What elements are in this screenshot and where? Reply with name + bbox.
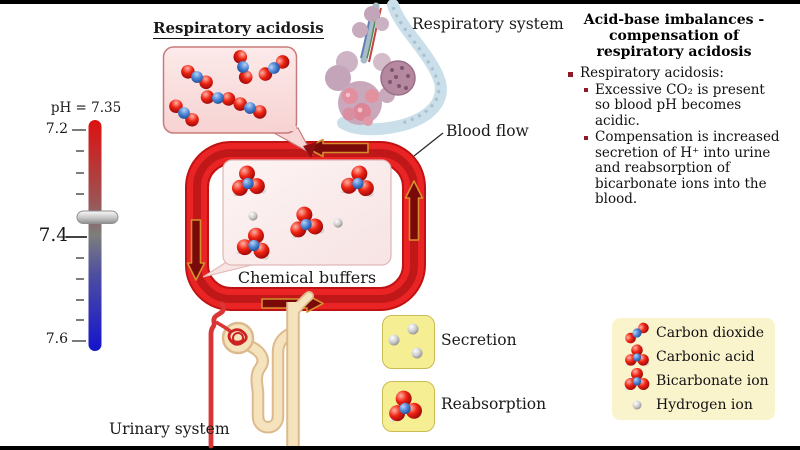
urinary-system-illustration [208, 291, 314, 449]
info-title-line: compensation of [608, 28, 740, 44]
hydrogen-ion [411, 347, 423, 359]
legend-label: Carbon dioxide [656, 325, 765, 341]
chemical-buffers-label: Chemical buffers [237, 268, 377, 287]
flow-arrow-right-up [404, 180, 424, 241]
ph-reading-label: pH = 7.35 [50, 100, 122, 116]
urinary-system-label: Urinary system [109, 420, 230, 438]
legend-item-hydrogen-ion: Hydrogen ion [618, 393, 775, 417]
legend-item-carbonic-acid: Carbonic acid [618, 344, 775, 370]
gauge-tick-label-7-6: 7.6 [45, 331, 68, 347]
gauge-tick-label-7-4: 7.4 [38, 225, 68, 246]
secretion-box [382, 315, 435, 369]
hydrogen-ion [248, 211, 258, 221]
bullet-text: Respiratory acidosis: [580, 65, 724, 81]
alveoli-berry-cluster [380, 60, 416, 96]
alveoli-pink-cluster [338, 81, 382, 126]
legend-label: Hydrogen ion [656, 397, 753, 413]
hydrogen-ion [388, 334, 400, 346]
legend-label: Bicarbonate ion [656, 373, 769, 389]
ph-slider-handle[interactable] [76, 210, 119, 224]
reabsorption-box [382, 381, 435, 432]
nephron-tubule [243, 326, 299, 434]
ph-gauge [66, 120, 119, 351]
bottom-letterbox-bar [0, 446, 800, 450]
bullet-square-icon [584, 135, 588, 140]
legend-item-carbon-dioxide: Carbon dioxide [618, 321, 775, 345]
respiratory-acidosis-heading: Respiratory acidosis [153, 19, 324, 39]
gauge-tick-label-7-2: 7.2 [45, 121, 68, 137]
bullet-square-icon [584, 88, 588, 92]
ph-gradient-bar [88, 120, 102, 351]
callout-arrowhead [303, 142, 317, 158]
carbonic-acid-molecule-icon [618, 344, 656, 370]
top-letterbox-bar [0, 0, 800, 4]
carbon-dioxide-molecule-icon [618, 321, 656, 345]
co2-callout [162, 46, 317, 158]
secretion-box-content [388, 323, 423, 359]
info-title-line: respiratory acidosis [596, 44, 752, 60]
info-panel-title: Acid-base imbalances - compensation of r… [568, 12, 780, 60]
collecting-duct [286, 291, 314, 446]
respiratory-system-illustration [325, 0, 447, 136]
info-panel: Acid-base imbalances - compensation of r… [568, 12, 780, 208]
flow-arrow-left-down [186, 219, 206, 281]
sub-bullet-item: Compensation is increased secretion of H… [584, 129, 780, 208]
sub-bullet-text: Compensation is increased secretion of H… [595, 129, 780, 207]
bicarbonate-ion-molecule [385, 388, 424, 423]
hydrogen-ion [333, 218, 343, 228]
legend-label: Carbonic acid [656, 349, 755, 365]
bullet-square-icon [568, 72, 573, 77]
hydrogen-ion-sphere-icon [618, 396, 656, 414]
hydrogen-ion [407, 323, 419, 335]
bullet-item: Respiratory acidosis: [568, 65, 780, 82]
info-title-line: Acid-base imbalances - [583, 12, 765, 28]
blood-flow-label: Blood flow [446, 122, 529, 140]
respiratory-system-label: Respiratory system [412, 15, 564, 33]
flow-arrow-top-left [306, 138, 369, 158]
bicarbonate-ion-molecule-icon [618, 368, 656, 394]
gauge-tick-marks [66, 129, 87, 342]
legend-box: Carbon dioxide Carbonic acid Bicarbonate… [612, 318, 775, 420]
sub-bullet-item: Excessive CO₂ is present so blood pH bec… [584, 81, 780, 130]
reabsorption-label: Reabsorption [441, 395, 547, 413]
pleura-band [337, 0, 447, 136]
sub-bullet-text: Excessive CO₂ is present so blood pH bec… [595, 81, 765, 129]
chemical-buffers-callout [202, 159, 392, 278]
renal-blood-vessel [208, 301, 233, 449]
secretion-label: Secretion [441, 331, 517, 349]
blood-flow-pointer-line [413, 132, 444, 157]
glomerulus [227, 328, 248, 346]
legend-item-bicarbonate-ion: Bicarbonate ion [618, 368, 775, 394]
reabsorption-box-content [385, 388, 424, 423]
